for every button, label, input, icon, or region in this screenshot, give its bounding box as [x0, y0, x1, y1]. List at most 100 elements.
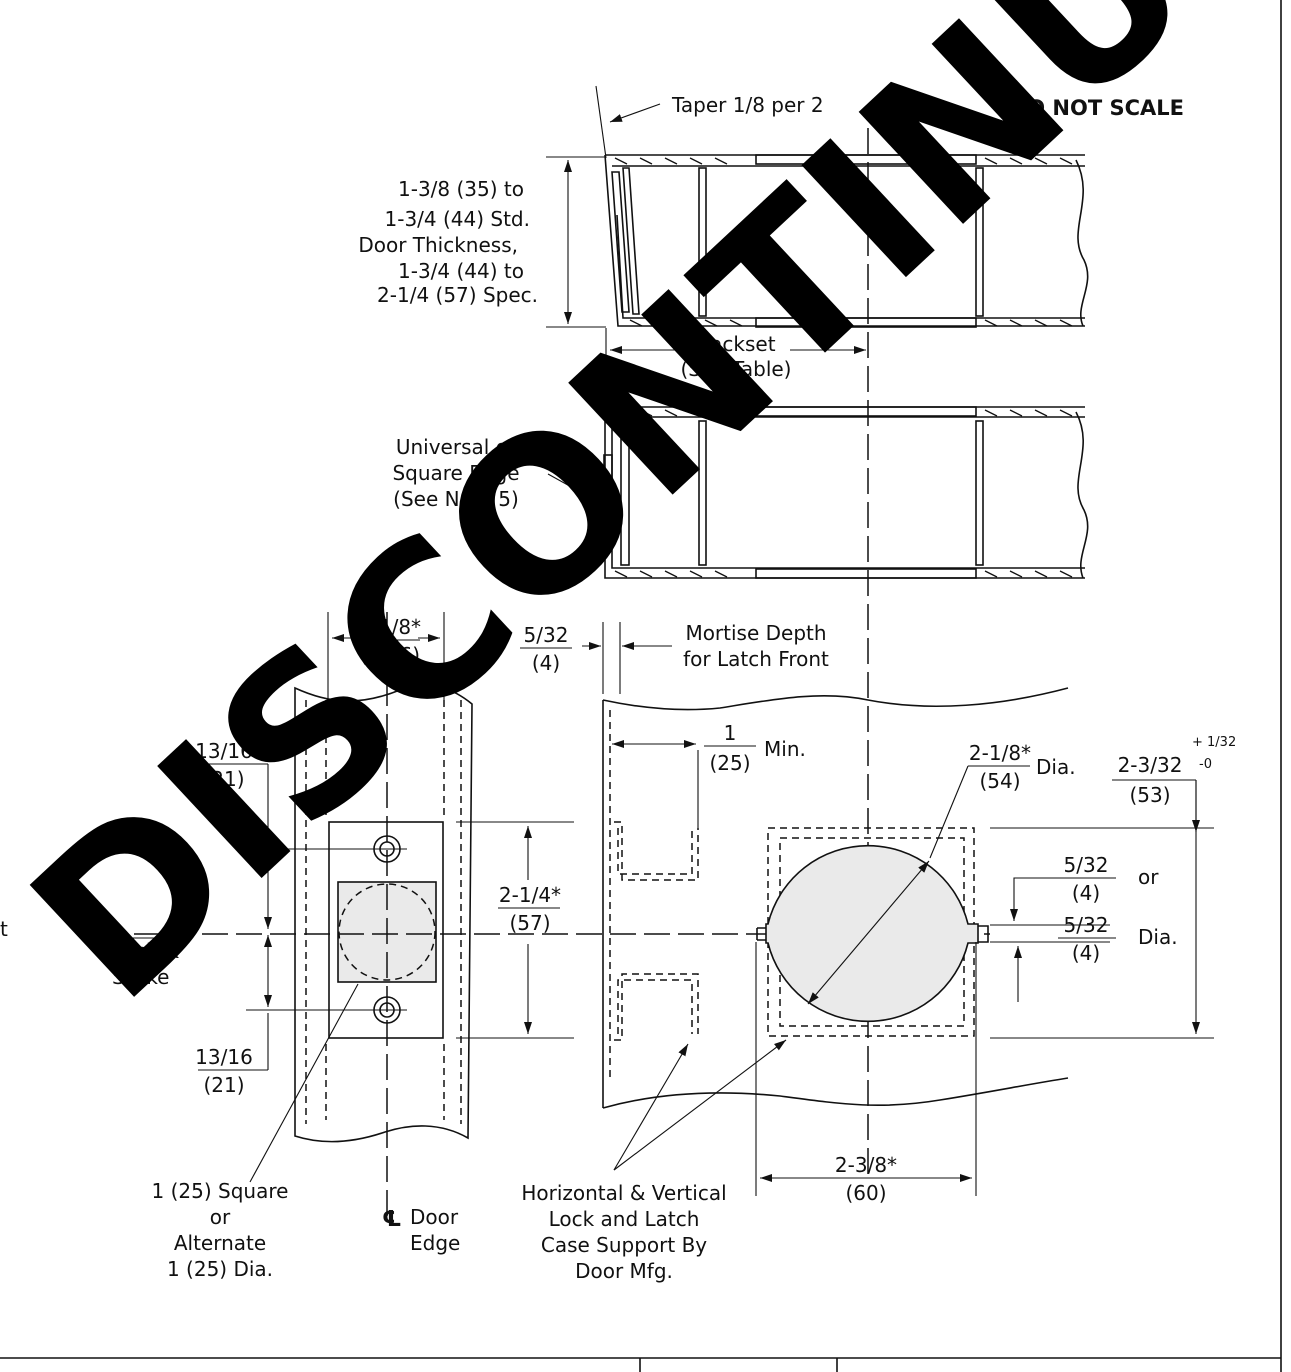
edge-line-3: (See Note 5): [393, 487, 519, 511]
backset-note: (See Table): [681, 357, 792, 381]
latch-front-tapered: [611, 171, 630, 313]
bore-dia-top: 2-1/8*: [969, 741, 1031, 765]
upper-dim-bottom: (21): [203, 767, 244, 791]
taper-label: Taper 1/8 per 2: [671, 93, 824, 117]
support-note-line-2: Lock and Latch: [549, 1207, 700, 1231]
bore-view: [756, 827, 989, 1037]
square-edge-section: [603, 406, 1089, 579]
upper-support-hidden-inner: [617, 828, 693, 875]
door-edge-cl-symbol: ℄: [382, 1207, 402, 1232]
lower-dim-top: 13/16: [195, 1045, 253, 1069]
door-break-line: [1075, 159, 1089, 327]
left-cut-text: t: [0, 917, 8, 941]
strike-width-top: 1-1/8*: [359, 615, 421, 639]
support-leader-1: [613, 1043, 689, 1171]
depth-label-2: for Latch Front: [683, 647, 829, 671]
thickness-label: 1-3/8 (35) to 1-3/4 (44) Std. Door Thick…: [358, 177, 538, 307]
hole-note-line-1: 1 (25) Square: [152, 1179, 289, 1203]
upper-dim-top: 13/16: [195, 739, 253, 763]
thickness-line-4: 1-3/4 (44) to: [398, 259, 524, 283]
bore-hole: [765, 844, 979, 1023]
notch2-bottom: (4): [1072, 941, 1100, 965]
bore-height-bottom: (53): [1129, 783, 1170, 807]
cl-lock-line-1: Lock &: [112, 939, 180, 963]
right-notch: [978, 925, 989, 943]
min-bottom: (25): [709, 751, 750, 775]
depth-bottom: (4): [532, 651, 560, 675]
hole-note-line-3: Alternate: [174, 1231, 266, 1255]
square-break-line: [1075, 411, 1089, 579]
support-note-line-3: Case Support By: [541, 1233, 707, 1257]
lower-support-hidden: [614, 973, 699, 1041]
bore-height-top: 2-3/32: [1118, 753, 1183, 777]
thickness-line-3: Door Thickness,: [358, 233, 518, 257]
taper-leader: [609, 103, 661, 123]
edge-line-1: Universal or: [396, 435, 517, 459]
latch-face-tapered: [622, 167, 640, 315]
hole-note-line-2: or: [210, 1205, 231, 1229]
hole-note-line-4: 1 (25) Dia.: [167, 1257, 273, 1281]
lower-dim-bottom: (21): [203, 1073, 244, 1097]
square-top-trim: [755, 406, 977, 417]
depth-top: 5/32: [524, 623, 569, 647]
strike-edge-view: [294, 612, 473, 1224]
alternate-round-hole: [338, 883, 436, 981]
square-latch-face: [620, 420, 630, 566]
bottom-trim-plate: [755, 317, 977, 328]
case-wall-2: [975, 167, 984, 317]
notch1-top: 5/32: [1064, 853, 1109, 877]
square-bottom-trim: [755, 568, 977, 579]
min-top: 1: [724, 721, 737, 745]
door-edge-label-1: Door: [410, 1205, 459, 1229]
backset2-bottom: (60): [845, 1181, 886, 1205]
upper-support-hidden: [614, 821, 699, 881]
taper-line: [595, 85, 607, 159]
door-skin-hatch: [614, 157, 1073, 327]
cl-lock-line-2: Strike: [112, 965, 170, 989]
edge-line-2: Square Edge: [392, 461, 519, 485]
lower-support-hidden-inner: [617, 979, 693, 1034]
notch1-bottom: (4): [1072, 881, 1100, 905]
left-notch: [756, 927, 766, 941]
top-trim-plate: [755, 154, 977, 165]
support-note-line-4: Door Mfg.: [575, 1259, 673, 1283]
door-edge-outline: [294, 684, 473, 1143]
height-top: 2-1/4*: [499, 883, 561, 907]
square-case-wall-1: [698, 420, 707, 566]
square-skin-hatch: [614, 409, 1073, 578]
thickness-line-1: 1-3/8 (35) to: [398, 177, 524, 201]
strike-width-bottom: (28.6): [360, 643, 420, 667]
support-note-line-1: Horizontal & Vertical: [521, 1181, 726, 1205]
hole-note-leader: [249, 983, 359, 1183]
centerline-symbol: ℄: [86, 927, 106, 952]
latch-view-top-break: [602, 687, 1069, 711]
backset2-top: 2-3/8*: [835, 1153, 897, 1177]
square-case-wall-2: [975, 420, 984, 566]
support-leader-2: [613, 1039, 787, 1171]
backset-label: Backset: [696, 332, 775, 356]
square-latch-front: [603, 454, 613, 532]
latch-view-bottom-break: [602, 1077, 1069, 1109]
depth-label-1: Mortise Depth: [685, 621, 826, 645]
bore-dia-bottom: (54): [979, 769, 1020, 793]
beveled-door-section: [604, 154, 1089, 328]
height-bottom: (57): [509, 911, 550, 935]
door-edge-label-2: Edge: [410, 1231, 460, 1255]
strike-plate-outline: [328, 821, 444, 1039]
min-label: Min.: [764, 737, 806, 761]
bore-dia-label: Dia.: [1036, 755, 1076, 779]
bore-height-tol-plus: + 1/32: [1192, 735, 1236, 750]
edge-leader: [547, 473, 603, 505]
notch2-top: 5/32: [1064, 913, 1109, 937]
bore-height-tol-minus: -0: [1199, 757, 1212, 772]
case-wall-1: [698, 167, 707, 317]
thickness-line-5: 2-1/4 (57) Spec.: [377, 283, 538, 307]
bore-dia-leader: [929, 765, 969, 859]
bore-dia-line: [807, 860, 930, 1005]
do-not-scale-note: DO NOT SCALE: [1010, 96, 1184, 120]
latch-section-view: [602, 687, 1069, 1109]
notch2-label: Dia.: [1138, 925, 1178, 949]
thickness-line-2: 1-3/4 (44) Std.: [385, 207, 531, 231]
